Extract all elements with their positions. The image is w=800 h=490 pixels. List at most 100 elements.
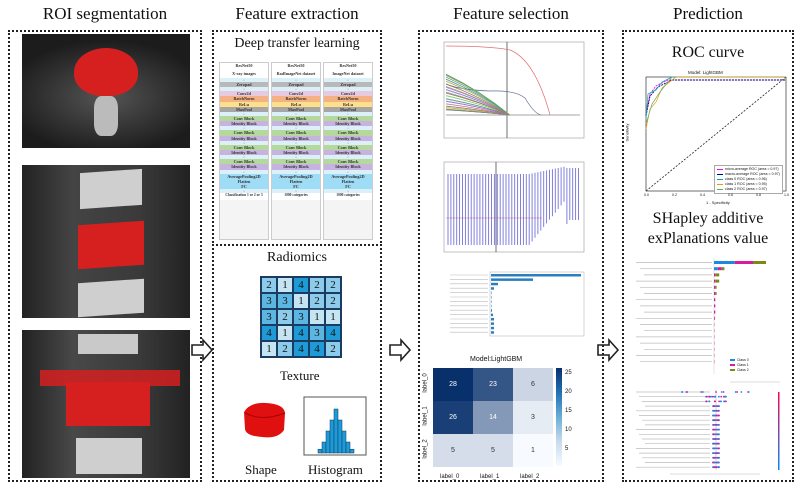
layer-maxpool: MaxPool bbox=[220, 106, 268, 113]
legend-swatch bbox=[730, 364, 735, 367]
legend-swatch bbox=[717, 183, 723, 185]
selection-title: Feature selection bbox=[453, 4, 569, 23]
flow-arrow: ↓ bbox=[272, 78, 320, 82]
legend-label: Class 1 bbox=[737, 363, 749, 367]
legend-item: macro-average ROC (area = 0.97) bbox=[717, 172, 780, 177]
layer-maxpool: MaxPool bbox=[324, 106, 372, 113]
flow-arrow: ↓ bbox=[220, 189, 268, 194]
layer-identity-block: Identity Block bbox=[324, 150, 372, 156]
input-label: ImageNet dataset bbox=[324, 70, 372, 78]
legend-label: class 2 ROC (area = 0.97) bbox=[725, 187, 767, 191]
flow-arrow: ↓ bbox=[220, 169, 268, 174]
layer-conv-block: Conv Block bbox=[272, 144, 320, 151]
legend-label: Class 2 bbox=[737, 368, 749, 372]
flow-arrow: ↓ bbox=[324, 169, 372, 174]
roc-xlabel: 1 - Specificity bbox=[706, 200, 730, 205]
layer-flatten: Flatten bbox=[272, 178, 320, 185]
arrow-icon bbox=[191, 338, 214, 362]
layer-fc: FC bbox=[272, 184, 320, 190]
texture-cell: 2 bbox=[309, 293, 325, 309]
layer-conv-block: Conv Block bbox=[324, 144, 372, 151]
texture-cell: 1 bbox=[293, 293, 309, 309]
flow-arrow: ↓ bbox=[272, 87, 320, 92]
histogram-bar bbox=[325, 430, 331, 454]
texture-label: Texture bbox=[280, 368, 320, 383]
confusion-cell: 3 bbox=[513, 401, 553, 434]
layer-conv-block: Conv Block bbox=[272, 159, 320, 165]
input-label: RadImageNet dataset bbox=[272, 70, 320, 78]
lasso-coefficient-path-plot bbox=[443, 41, 585, 139]
confusion-cell: 23 bbox=[473, 368, 513, 401]
texture-cell: 4 bbox=[325, 325, 341, 341]
layer-conv-block: Conv Block bbox=[324, 159, 372, 165]
roi-title: ROI segmentation bbox=[42, 4, 168, 23]
output-label: 1000 categories bbox=[324, 193, 372, 201]
shape-3d-render bbox=[244, 402, 286, 438]
layer-flatten: Flatten bbox=[324, 178, 372, 185]
flow-arrow: ↓ bbox=[220, 155, 268, 160]
colorbar-tick: 5 bbox=[565, 446, 569, 452]
confusion-cell: 5 bbox=[473, 434, 513, 467]
legend-item: Class 1 bbox=[730, 363, 749, 368]
layer-identity-block: Identity Block bbox=[272, 121, 320, 127]
feature-selection-panel bbox=[418, 30, 604, 482]
layer-identity-block: Identity Block bbox=[220, 135, 268, 141]
texture-cell: 1 bbox=[309, 309, 325, 325]
layer-fc: FC bbox=[220, 184, 268, 190]
y-axis-label: label_0 bbox=[422, 373, 429, 393]
layer-relu: ReLu bbox=[220, 101, 268, 107]
roc-ylabel: Sensitivity bbox=[624, 123, 630, 142]
layer-identity-block: Identity Block bbox=[220, 121, 268, 127]
histogram-chart bbox=[303, 396, 367, 456]
texture-cell: 4 bbox=[261, 325, 277, 341]
confusion-cell: 1 bbox=[513, 434, 553, 467]
layer-identity-block: Identity Block bbox=[220, 150, 268, 156]
x-axis-label: label_0 bbox=[440, 474, 460, 480]
layer-conv2d: Conv2d bbox=[272, 91, 320, 97]
legend-swatch bbox=[730, 359, 735, 362]
x-axis-label: label_2 bbox=[520, 474, 540, 480]
extraction-title: Feature extraction bbox=[235, 4, 359, 23]
output-label: 1000 categories bbox=[272, 193, 320, 201]
column-header: ResNet50 bbox=[324, 63, 372, 70]
confusion-cell: 26 bbox=[433, 401, 473, 434]
legend-item: class 2 ROC (area = 0.97) bbox=[717, 187, 780, 192]
histogram-bar bbox=[337, 419, 343, 454]
histogram-bar bbox=[349, 449, 355, 454]
layer-conv2d: Conv2d bbox=[220, 91, 268, 97]
texture-cell: 4 bbox=[293, 341, 309, 357]
ct-sagittal-image-2 bbox=[22, 330, 190, 478]
layer-zeropad: Zeropad bbox=[324, 82, 372, 88]
radiomics-panel: Radiomics bbox=[212, 244, 382, 482]
texture-cell: 2 bbox=[325, 277, 341, 293]
layer-relu: ReLu bbox=[272, 101, 320, 107]
colorbar-tick: 10 bbox=[565, 427, 572, 433]
roc-xtick: 0.2 bbox=[672, 193, 677, 197]
texture-cell: 2 bbox=[325, 293, 341, 309]
roc-xtick: 0.4 bbox=[700, 193, 705, 197]
shap-beeswarm-chart bbox=[636, 390, 780, 475]
histogram-bar bbox=[317, 449, 323, 454]
legend-label: class 0 ROC (area = 0.96) bbox=[725, 177, 767, 181]
shap-bar-chart bbox=[636, 258, 780, 383]
texture-cell: 3 bbox=[277, 293, 293, 309]
legend-swatch bbox=[717, 178, 723, 180]
texture-cell: 1 bbox=[261, 341, 277, 357]
texture-cell: 2 bbox=[261, 277, 277, 293]
flow-arrow: ↓ bbox=[272, 140, 320, 145]
texture-cell: 2 bbox=[277, 309, 293, 325]
layer-averagepooling2d: AveragePooling2D bbox=[220, 173, 268, 179]
legend-item: class 1 ROC (area = 0.95) bbox=[717, 182, 780, 187]
histogram-label: Histogram bbox=[308, 462, 363, 477]
flow-arrow: ↓ bbox=[324, 126, 372, 131]
layer-averagepooling2d: AveragePooling2D bbox=[324, 173, 372, 179]
confusion-title: Model:LightGBM bbox=[470, 356, 523, 363]
layer-identity-block: Identity Block bbox=[324, 121, 372, 127]
layer-zeropad: Zeropad bbox=[220, 82, 268, 88]
legend-item: class 0 ROC (area = 0.96) bbox=[717, 177, 780, 182]
texture-cell: 2 bbox=[325, 341, 341, 357]
legend-swatch bbox=[717, 173, 723, 175]
